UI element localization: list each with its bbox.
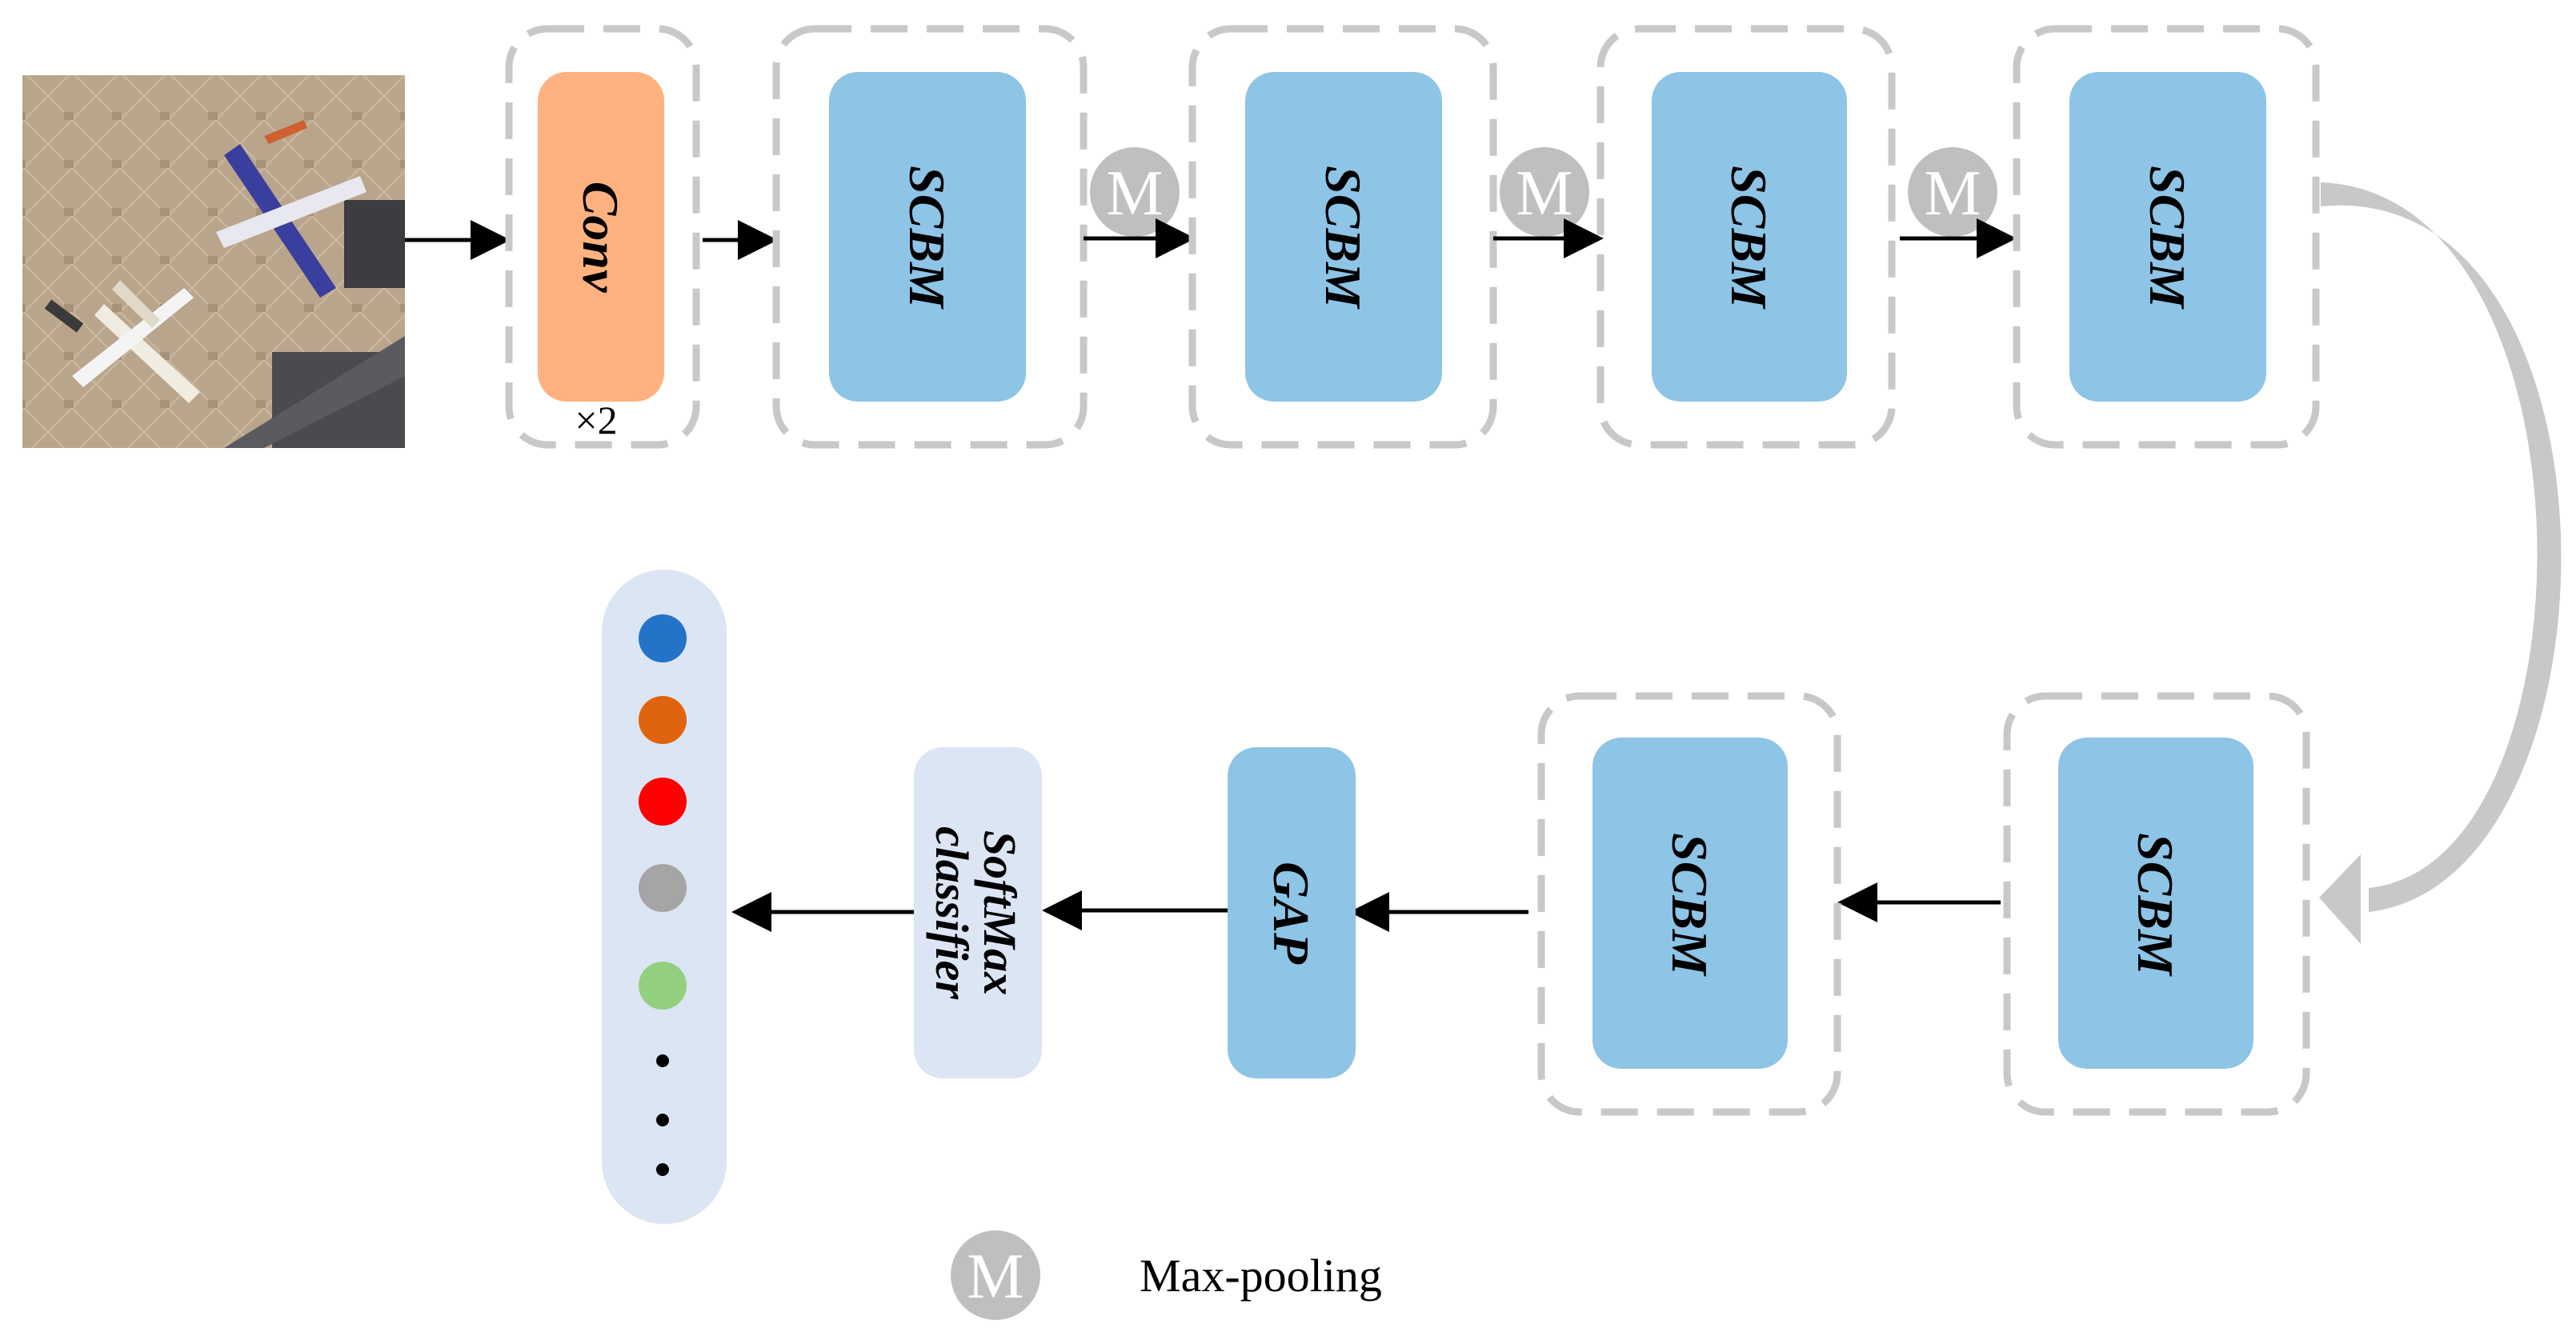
class-dot bbox=[639, 614, 687, 662]
maxpool-icon: M bbox=[1908, 147, 1997, 237]
scbm-label: SCBM bbox=[899, 166, 955, 310]
conv-block bbox=[538, 72, 664, 402]
class-dot bbox=[639, 696, 687, 744]
scbm-block-group-5: SCBM bbox=[2003, 692, 2310, 1116]
gap-label: GAP bbox=[1263, 862, 1320, 965]
scbm-label: SCBM bbox=[1315, 166, 1372, 310]
class-dot bbox=[639, 962, 687, 1010]
airplane-icon bbox=[72, 280, 200, 403]
scbm-block bbox=[829, 72, 1026, 402]
ellipsis-dot bbox=[656, 1054, 669, 1067]
scbm-label: SCBM bbox=[2127, 833, 2184, 977]
scbm-block bbox=[1245, 72, 1442, 402]
dashed-container bbox=[2013, 25, 2320, 449]
curved-connector-arrow bbox=[2319, 182, 2562, 944]
ellipsis-dot bbox=[656, 1163, 669, 1176]
scbm-label: SCBM bbox=[1661, 833, 1718, 977]
scbm-block-group-3: SCBM bbox=[1596, 25, 1896, 449]
ellipsis-dot bbox=[656, 1114, 669, 1126]
softmax-label-line2: classifier bbox=[926, 826, 978, 999]
conv-label: Conv bbox=[572, 182, 629, 293]
scbm-block-group-4: SCBM bbox=[2013, 25, 2320, 449]
airplane-icon bbox=[216, 120, 367, 298]
scbm-block bbox=[2069, 72, 2266, 402]
dashed-container bbox=[2003, 692, 2310, 1116]
legend: M Max-pooling bbox=[951, 1230, 1382, 1320]
scbm-block bbox=[1652, 72, 1847, 402]
dashed-container bbox=[1537, 692, 1841, 1116]
class-dot bbox=[639, 778, 687, 826]
scbm-label: SCBM bbox=[1721, 166, 1777, 310]
svg-text:M: M bbox=[1106, 158, 1163, 229]
svg-text:M: M bbox=[967, 1242, 1024, 1312]
scbm-block-group-6: SCBM bbox=[1537, 692, 1841, 1116]
scbm-block-group-1: SCBM bbox=[772, 25, 1088, 449]
softmax-label-line1: SoftMax bbox=[974, 830, 1026, 995]
input-image bbox=[22, 75, 405, 448]
dashed-container bbox=[505, 25, 700, 449]
svg-text:M: M bbox=[1924, 158, 1981, 229]
conv-block-group: Conv ×2 bbox=[505, 25, 700, 449]
maxpool-icon: M bbox=[951, 1230, 1040, 1320]
conv-repeat-label: ×2 bbox=[575, 398, 617, 442]
maxpool-icon: M bbox=[1500, 147, 1589, 237]
class-dot bbox=[639, 864, 687, 912]
gap-block-group: GAP bbox=[1228, 747, 1356, 1078]
gap-block bbox=[1228, 747, 1356, 1078]
scbm-block bbox=[2058, 738, 2253, 1069]
scbm-label: SCBM bbox=[2139, 166, 2196, 310]
softmax-classifier-block: SoftMax classifier bbox=[914, 747, 1042, 1078]
svg-text:M: M bbox=[1516, 158, 1572, 229]
scbm-block bbox=[1592, 738, 1788, 1069]
output-class-column bbox=[602, 570, 727, 1224]
scbm-block-group-2: SCBM bbox=[1188, 25, 1497, 449]
legend-label: Max-pooling bbox=[1140, 1250, 1382, 1302]
maxpool-icon: M bbox=[1090, 147, 1180, 237]
